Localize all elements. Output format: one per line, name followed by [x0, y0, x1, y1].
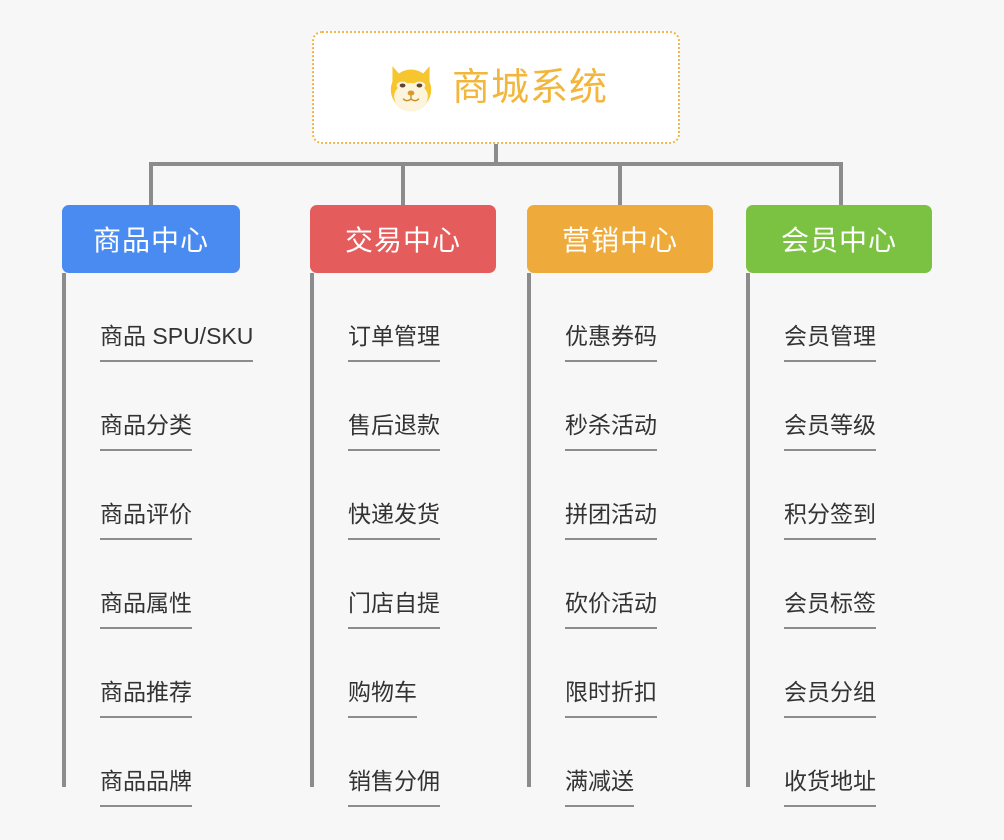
- category-column-1: 商品中心商品 SPU/SKU 商品分类商品评价商品属性商品推荐商品品牌: [62, 205, 254, 807]
- list-item[interactable]: 快递发货: [310, 451, 496, 540]
- column-spine-4: [746, 273, 750, 787]
- list-item-label: 限时折扣: [565, 679, 657, 718]
- list-item-label: 商品品牌: [100, 768, 192, 807]
- list-item-label: 购物车: [348, 679, 417, 718]
- list-item[interactable]: 商品分类: [62, 362, 240, 451]
- list-item[interactable]: 砍价活动: [527, 540, 713, 629]
- list-item[interactable]: 商品评价: [62, 451, 240, 540]
- category-header-4[interactable]: 会员中心: [746, 205, 932, 273]
- list-item-label: 销售分佣: [348, 768, 440, 807]
- list-item[interactable]: 满减送: [527, 718, 713, 807]
- category-header-label: 交易中心: [344, 225, 461, 256]
- list-item[interactable]: 会员等级: [746, 362, 932, 451]
- list-item[interactable]: 积分签到: [746, 451, 932, 540]
- list-item[interactable]: 限时折扣: [527, 629, 713, 718]
- list-item-label: 砍价活动: [565, 590, 657, 629]
- list-item-label: 优惠券码: [565, 323, 657, 362]
- list-item-label: 会员管理: [784, 323, 876, 362]
- root-title: 商城系统: [451, 66, 608, 109]
- category-item-list-2: 订单管理售后退款快递发货门店自提购物车销售分佣: [310, 273, 496, 807]
- category-header-label: 商品中心: [92, 225, 209, 256]
- list-item[interactable]: 商品品牌: [62, 718, 240, 807]
- list-item-label: 商品 SPU/SKU: [100, 323, 254, 362]
- list-item[interactable]: 优惠券码: [527, 273, 713, 362]
- category-column-4: 会员中心会员管理会员等级积分签到会员标签会员分组收货地址: [746, 205, 932, 807]
- list-item[interactable]: 门店自提: [310, 540, 496, 629]
- category-header-2[interactable]: 交易中心: [310, 205, 496, 273]
- connector-drop-4: [839, 162, 843, 207]
- list-item[interactable]: 会员分组: [746, 629, 932, 718]
- list-item-label: 满减送: [565, 768, 634, 807]
- list-item[interactable]: 收货地址: [746, 718, 932, 807]
- root-node-mall-system[interactable]: 商城系统: [312, 31, 680, 144]
- shiba-dog-face-icon: [390, 65, 432, 112]
- list-item-label: 会员标签: [784, 590, 876, 629]
- list-item-label: 快递发货: [348, 501, 440, 540]
- category-column-2: 交易中心订单管理售后退款快递发货门店自提购物车销售分佣: [310, 205, 496, 807]
- list-item[interactable]: 会员标签: [746, 540, 932, 629]
- list-item-label: 积分签到: [784, 501, 876, 540]
- list-item[interactable]: 购物车: [310, 629, 496, 718]
- list-item[interactable]: 售后退款: [310, 362, 496, 451]
- connector-drop-3: [618, 162, 622, 207]
- connector-root-stem: [494, 144, 498, 164]
- column-spine-3: [527, 273, 531, 787]
- connector-bus: [149, 162, 843, 166]
- connector-drop-2: [401, 162, 405, 207]
- list-item[interactable]: 销售分佣: [310, 718, 496, 807]
- list-item-label: 收货地址: [784, 768, 876, 807]
- category-header-1[interactable]: 商品中心: [62, 205, 240, 273]
- list-item-label: 会员分组: [784, 679, 876, 718]
- category-item-list-4: 会员管理会员等级积分签到会员标签会员分组收货地址: [746, 273, 932, 807]
- category-header-3[interactable]: 营销中心: [527, 205, 713, 273]
- column-spine-1: [62, 273, 66, 787]
- list-item-label: 商品分类: [100, 412, 192, 451]
- list-item-label: 商品评价: [100, 501, 192, 540]
- list-item[interactable]: 拼团活动: [527, 451, 713, 540]
- list-item[interactable]: 商品属性: [62, 540, 240, 629]
- list-item[interactable]: 订单管理: [310, 273, 496, 362]
- list-item[interactable]: 商品 SPU/SKU: [62, 273, 254, 362]
- list-item-label: 商品属性: [100, 590, 192, 629]
- category-item-list-1: 商品 SPU/SKU 商品分类商品评价商品属性商品推荐商品品牌: [62, 273, 254, 807]
- list-item-label: 会员等级: [784, 412, 876, 451]
- list-item-label: 拼团活动: [565, 501, 657, 540]
- category-header-label: 会员中心: [780, 225, 897, 256]
- category-item-list-3: 优惠券码秒杀活动拼团活动砍价活动限时折扣满减送: [527, 273, 713, 807]
- list-item-label: 秒杀活动: [565, 412, 657, 451]
- list-item-label: 售后退款: [348, 412, 440, 451]
- list-item[interactable]: 会员管理: [746, 273, 932, 362]
- column-spine-2: [310, 273, 314, 787]
- list-item[interactable]: 商品推荐: [62, 629, 240, 718]
- category-header-label: 营销中心: [561, 225, 678, 256]
- connector-drop-1: [149, 162, 153, 207]
- list-item-label: 商品推荐: [100, 679, 192, 718]
- list-item[interactable]: 秒杀活动: [527, 362, 713, 451]
- list-item-label: 订单管理: [348, 323, 440, 362]
- list-item-label: 门店自提: [348, 590, 440, 629]
- category-column-3: 营销中心优惠券码秒杀活动拼团活动砍价活动限时折扣满减送: [527, 205, 713, 807]
